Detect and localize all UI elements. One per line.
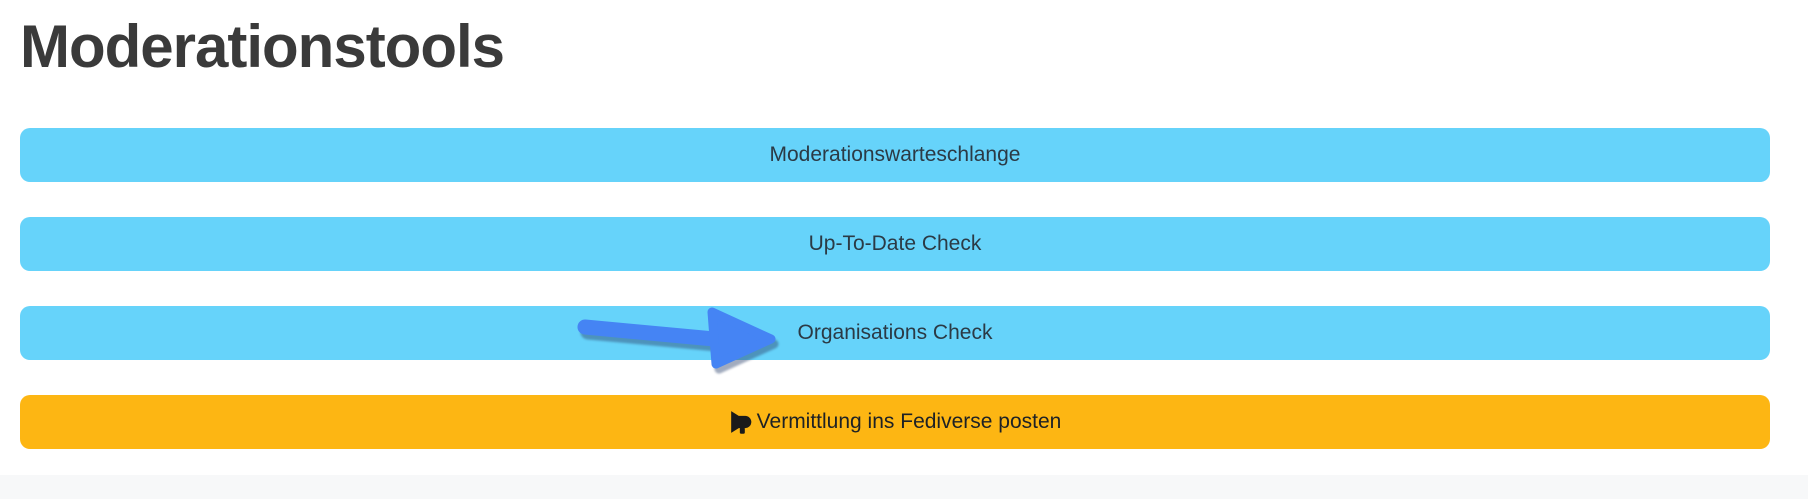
moderation-queue-button[interactable]: Moderationswarteschlange: [20, 128, 1770, 182]
page-title: Moderationstools: [20, 13, 505, 80]
megaphone-icon: [730, 411, 751, 434]
up-to-date-check-button-label: Up-To-Date Check: [808, 232, 982, 255]
organisations-check-button[interactable]: Organisations Check: [20, 306, 1770, 360]
moderation-queue-button-label: Moderationswarteschlange: [769, 143, 1021, 166]
tool-button-list: Moderationswarteschlange Up-To-Date Chec…: [20, 128, 1770, 449]
up-to-date-check-button[interactable]: Up-To-Date Check: [20, 217, 1770, 271]
post-to-fediverse-button[interactable]: Vermittlung ins Fediverse posten: [20, 395, 1770, 449]
organisations-check-button-label: Organisations Check: [797, 321, 993, 344]
moderation-tools-page: Moderationstools Moderationswarteschlang…: [0, 12, 1808, 499]
post-to-fediverse-button-label: Vermittlung ins Fediverse posten: [756, 410, 1062, 433]
footer-strip: [0, 475, 1808, 499]
